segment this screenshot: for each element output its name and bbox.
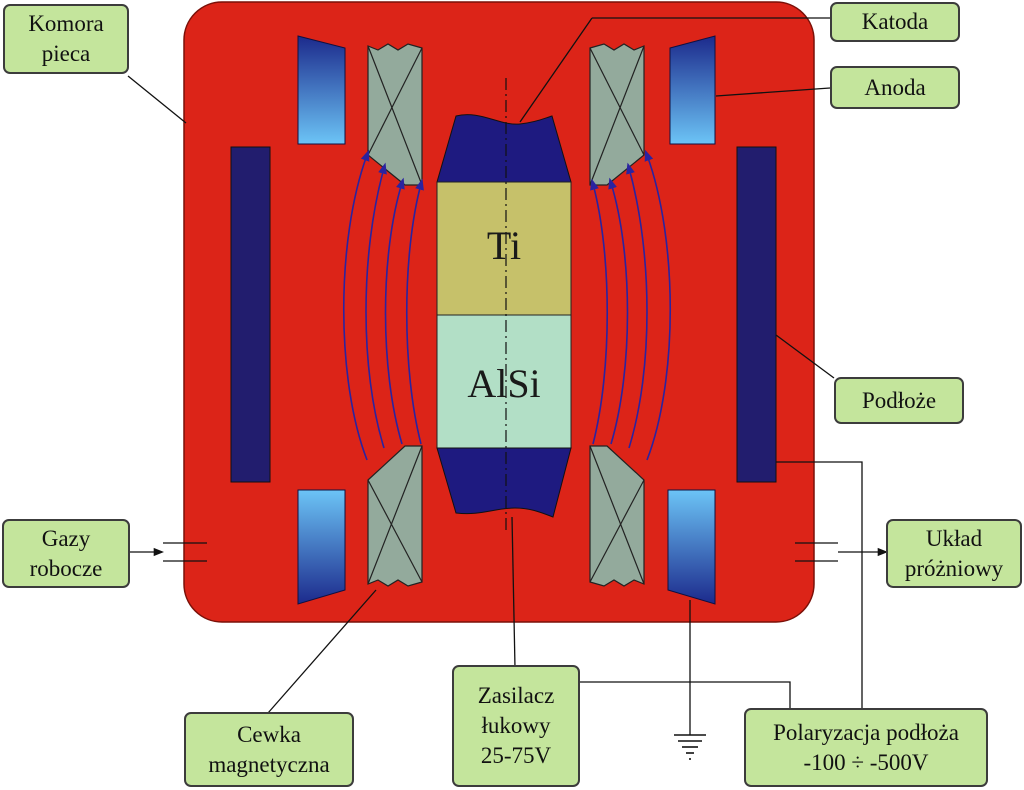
substrate-left — [230, 146, 271, 483]
label-polaryzacja-podloza: Polaryzacja podłoża -100 ÷ -500V — [744, 708, 988, 787]
label-line: próżniowy — [904, 555, 1004, 581]
label-line: Gazy — [41, 525, 91, 551]
label-uklad-prozniowy: Układ próżniowy — [886, 519, 1022, 588]
label-line: Anoda — [864, 74, 926, 100]
label-anoda: Anoda — [830, 66, 960, 109]
label-line: -100 ÷ -500V — [803, 749, 929, 775]
label-komora-pieca: Komora pieca — [3, 4, 129, 74]
coil-bottom-right — [589, 445, 645, 587]
label-cewka-magnetyczna: Cewka magnetyczna — [184, 712, 354, 787]
vacuum-outlet-port — [795, 542, 889, 562]
label-line: Podłoże — [861, 387, 937, 413]
field-lines-left — [342, 149, 424, 461]
label-katoda: Katoda — [830, 2, 960, 42]
anode-bottom-right — [667, 489, 716, 605]
target-ti-block — [436, 181, 572, 316]
label-line: Zasilacz — [477, 683, 555, 708]
cathode-top-cap — [436, 114, 572, 183]
label-line: Polaryzacja podłoża — [773, 719, 959, 745]
label-line: magnetyczna — [208, 751, 330, 777]
anode-top-right — [669, 35, 716, 145]
label-line: Układ — [925, 525, 983, 551]
leader-lines — [127, 17, 863, 735]
ground-icon — [674, 734, 706, 760]
label-line: 25-75V — [480, 743, 552, 768]
gas-inlet-port — [130, 542, 207, 562]
label-line: Katoda — [861, 9, 929, 34]
label-line: Cewka — [237, 721, 301, 747]
label-podloze: Podłoże — [834, 377, 964, 424]
anode-bottom-left — [297, 489, 346, 605]
label-line: łukowy — [481, 713, 551, 738]
cathode-bottom-cap — [436, 447, 572, 518]
anode-top-left — [297, 35, 346, 145]
label-line: Komora — [28, 11, 104, 36]
alsi-label: AlSi — [467, 361, 541, 406]
coil-bottom-left — [367, 445, 423, 587]
label-gazy-robocze: Gazy robocze — [2, 519, 130, 588]
ti-label: Ti — [486, 223, 522, 268]
label-zasilacz-lukowy: Zasilacz łukowy 25-75V — [452, 665, 580, 787]
substrate-right — [736, 146, 777, 483]
field-lines-right — [590, 149, 672, 461]
label-line: robocze — [29, 555, 103, 581]
label-line: pieca — [41, 41, 91, 66]
